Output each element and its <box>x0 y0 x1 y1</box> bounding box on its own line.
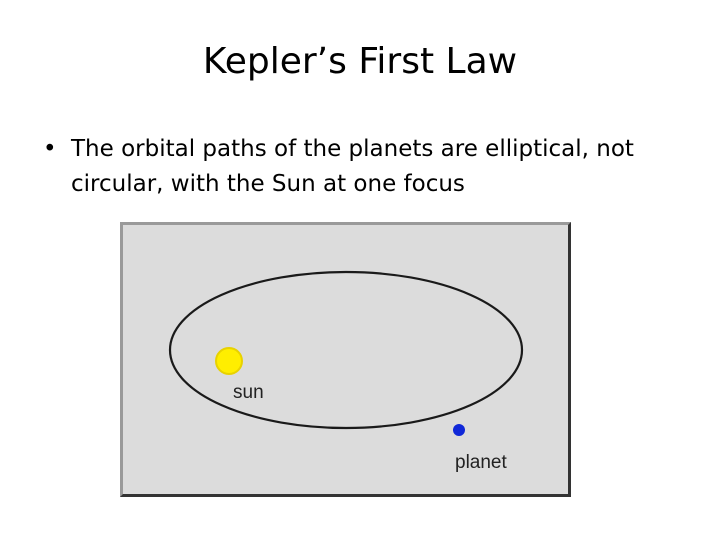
sun-label: sun <box>233 382 264 403</box>
planet-label: planet <box>455 452 507 473</box>
bullet-item: • The orbital paths of the planets are e… <box>40 132 680 202</box>
orbit-ellipse <box>168 270 524 430</box>
bullet-text: The orbital paths of the planets are ell… <box>71 136 634 197</box>
bullet-marker: • <box>43 136 57 162</box>
orbit-diagram: sun planet <box>120 222 571 497</box>
planet-marker <box>453 424 465 436</box>
sun-marker <box>215 347 243 375</box>
orbit-diagram-canvas: sun planet <box>168 270 524 473</box>
bullet-list: • The orbital paths of the planets are e… <box>40 132 680 202</box>
slide-title: Kepler’s First Law <box>202 41 518 82</box>
